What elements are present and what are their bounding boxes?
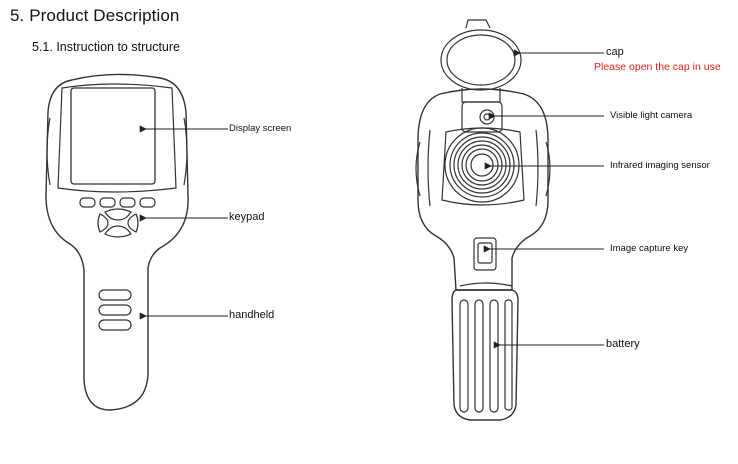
front-screen	[70, 87, 156, 185]
label-visible-light-camera: Visible light camera	[610, 110, 693, 121]
label-handheld: handheld	[229, 309, 275, 321]
front-head	[45, 73, 189, 411]
front-device	[45, 73, 189, 411]
label-cap: cap	[606, 46, 624, 58]
label-image-capture-key: Image capture key	[610, 243, 689, 254]
capture-key-shape	[473, 237, 497, 271]
subsection-title: 5.1. Instruction to structure	[32, 40, 180, 54]
label-display-screen: Display screen	[229, 123, 292, 134]
section-title: 5. Product Description	[10, 6, 180, 25]
label-battery: battery	[606, 338, 640, 350]
back-head	[417, 88, 549, 291]
label-cap-note: Please open the cap in use	[594, 61, 721, 73]
battery-shape	[451, 289, 519, 421]
cap-shape	[465, 19, 491, 29]
label-infrared-imaging-sensor: Infrared imaging sensor	[610, 160, 710, 171]
label-keypad: keypad	[229, 211, 265, 223]
back-device	[415, 19, 551, 421]
